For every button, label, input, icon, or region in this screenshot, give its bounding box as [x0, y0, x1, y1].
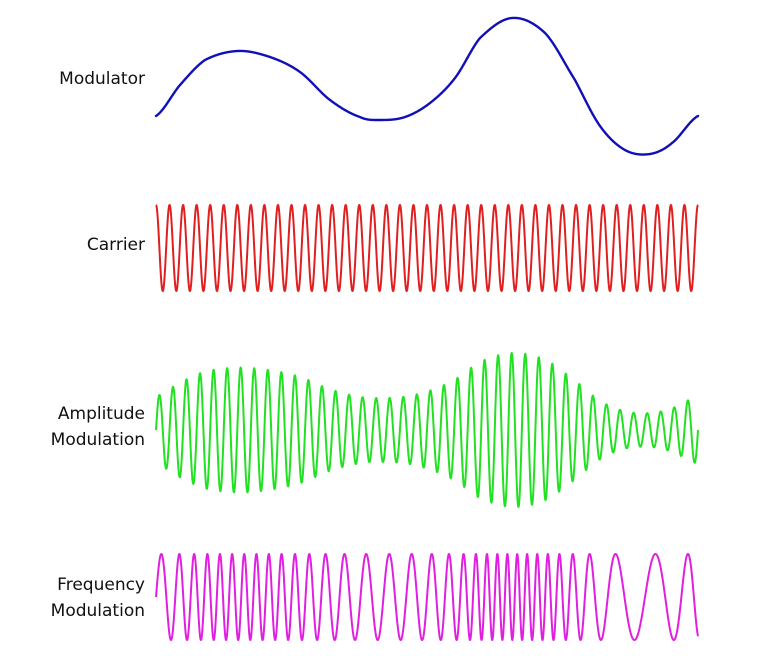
- carrier-wave: [155, 204, 699, 292]
- frequency-label-line2: Modulation: [50, 601, 145, 621]
- modulator-label: Modulator: [59, 66, 145, 92]
- amplitude-label-line1: Amplitude: [57, 404, 145, 424]
- modulator-label-text: Modulator: [59, 69, 145, 89]
- carrier-label: Carrier: [87, 232, 145, 258]
- amplitude-modulation-label: Amplitude Modulation: [51, 401, 145, 453]
- frequency-label-line1: Frequency: [57, 575, 145, 595]
- frequency-modulation-label: Frequency Modulation: [51, 572, 145, 624]
- carrier-label-text: Carrier: [86, 235, 145, 255]
- modulator-wave: [154, 16, 700, 156]
- frequency-modulated-wave: [155, 553, 699, 641]
- amplitude-label-line2: Modulation: [50, 430, 145, 450]
- amplitude-modulated-wave: [155, 352, 699, 508]
